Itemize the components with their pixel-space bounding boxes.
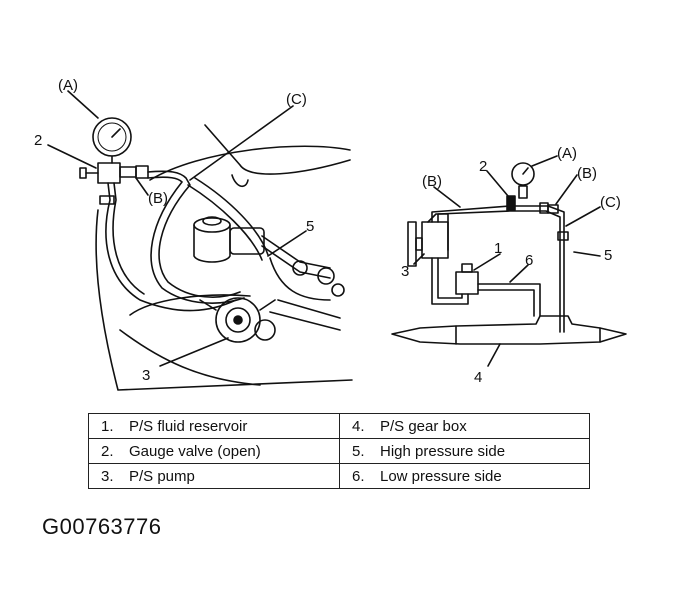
gauge-valve-right <box>506 195 516 211</box>
legend-row: 1. P/S fluid reservoir 4. P/S gear box <box>88 413 590 439</box>
left-callouts: (A) 2 (B) (C) 5 3 <box>34 77 314 384</box>
pressure-gauge-right <box>511 162 535 186</box>
legend-text: Low pressure side <box>380 467 502 485</box>
legend-cell: 1. P/S fluid reservoir <box>88 413 340 439</box>
callout-b-right: (B) <box>577 165 597 182</box>
hood-edge <box>149 145 351 181</box>
callout-a-right: (A) <box>557 145 577 162</box>
fluid-reservoir-right <box>455 271 479 295</box>
legend-cell: 3. P/S pump <box>88 463 340 489</box>
hood-outline <box>95 209 353 391</box>
callout-2-left: 2 <box>34 132 42 149</box>
legend-row: 3. P/S pump 6. Low pressure side <box>88 463 590 489</box>
legend-number: 3. <box>101 467 114 485</box>
legend-cell: 5. High pressure side <box>339 438 590 464</box>
figure-id: G00763776 <box>42 514 162 539</box>
hood-hook <box>231 174 249 188</box>
ps-pump-left <box>215 297 261 343</box>
callout-c-right: (C) <box>600 194 621 211</box>
right-schematic-diagram <box>391 155 627 367</box>
callout-1-right: 1 <box>494 240 502 257</box>
callout-b-right-left: (B) <box>422 173 442 190</box>
callout-c-left: (C) <box>286 91 307 108</box>
legend-text: High pressure side <box>380 442 506 460</box>
legend-text: P/S pump <box>129 467 195 485</box>
fender-line <box>119 329 261 386</box>
legend-cell: 4. P/S gear box <box>339 413 590 439</box>
hose-b-left <box>147 170 241 298</box>
legend-text: P/S gear box <box>380 417 467 435</box>
callout-a-left: (A) <box>58 77 78 94</box>
callout-6-right: 6 <box>525 252 533 269</box>
right-callouts: (A) 2 (B) (B) (C) 1 6 5 3 4 <box>401 145 621 386</box>
hose-c-left <box>105 182 237 312</box>
hood-lip <box>204 124 351 175</box>
callout-5-left: 5 <box>306 218 314 235</box>
left-engine-diagram <box>47 90 353 391</box>
callout-2-right: 2 <box>479 158 487 175</box>
callout-3-left: 3 <box>142 367 150 384</box>
gauge-valve-left <box>97 162 121 184</box>
legend-number: 1. <box>101 417 114 435</box>
legend-cell: 6. Low pressure side <box>339 463 590 489</box>
legend-number: 2. <box>101 442 114 460</box>
ps-gear-box <box>391 315 627 345</box>
legend-text: Gauge valve (open) <box>129 442 261 460</box>
legend-number: 6. <box>352 467 365 485</box>
steering-column <box>407 221 417 267</box>
legend-text: P/S fluid reservoir <box>129 417 248 435</box>
legend-cell: 2. Gauge valve (open) <box>88 438 340 464</box>
callout-4-right: 4 <box>474 369 482 386</box>
callout-b-left: (B) <box>148 190 168 207</box>
low-pressure-line <box>477 283 541 317</box>
legend-number: 5. <box>352 442 365 460</box>
callout-5-right: 5 <box>604 247 612 264</box>
legend-number: 4. <box>352 417 365 435</box>
legend-table: 1. P/S fluid reservoir 4. P/S gear box 2. G… <box>88 413 590 489</box>
bumper-outline <box>129 294 251 316</box>
ps-pump-right <box>421 221 449 259</box>
callout-3-right: 3 <box>401 263 409 280</box>
legend-row: 2. Gauge valve (open) 5. High pressure sid… <box>88 438 590 464</box>
